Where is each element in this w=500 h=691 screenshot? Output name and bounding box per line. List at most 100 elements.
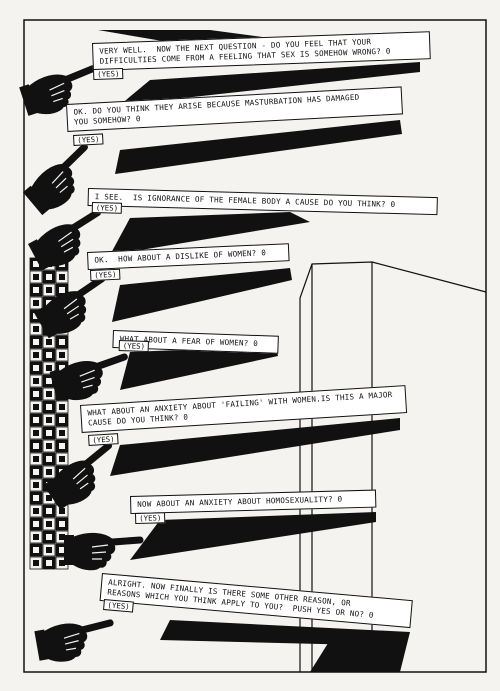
finger-lines: [51, 171, 68, 194]
beam: [310, 632, 410, 672]
tower-block-inner: [59, 547, 65, 553]
pointing-hand-icon: [28, 209, 101, 271]
pointing-hand-icon: [43, 442, 112, 510]
beam: [112, 268, 292, 322]
palm: [73, 532, 144, 571]
tower-block-inner: [59, 417, 65, 423]
yes-button-2[interactable]: (YES): [73, 133, 104, 146]
tower-block-inner: [46, 456, 52, 462]
tower-block-inner: [33, 365, 39, 371]
cuff: [19, 84, 38, 116]
yes-button-1[interactable]: (YES): [93, 67, 124, 80]
tower-block-inner: [33, 443, 39, 449]
cuff: [33, 307, 58, 339]
tower-block-inner: [59, 274, 65, 280]
hands: [19, 65, 144, 662]
finger-lines: [91, 544, 109, 560]
tower-block-inner: [33, 482, 39, 488]
tower-block-inner: [33, 560, 39, 566]
tower-block-inner: [46, 521, 52, 527]
tower-block-inner: [46, 534, 52, 540]
tower-block-inner: [33, 352, 39, 358]
pointing-hand-icon: [19, 65, 97, 116]
beam: [115, 120, 402, 174]
palm: [31, 143, 88, 210]
tower-block-inner: [46, 495, 52, 501]
yes-button-3[interactable]: (YES): [91, 202, 123, 214]
tower-block-inner: [59, 560, 65, 566]
tower-block-inner: [33, 404, 39, 410]
pointing-hand-icon: [64, 532, 144, 571]
tower-block-inner: [59, 404, 65, 410]
finger-lines: [58, 231, 74, 253]
finger-lines: [63, 632, 80, 651]
beam: [120, 62, 420, 105]
tower-block-inner: [46, 365, 52, 371]
tower-block-inner: [33, 274, 39, 280]
cuff: [49, 369, 68, 401]
cuff: [64, 535, 74, 565]
tower-block-inner: [59, 430, 65, 436]
yes-button-4[interactable]: (YES): [90, 268, 121, 281]
yes-button-7[interactable]: (YES): [135, 512, 166, 524]
tower-block-inner: [46, 560, 52, 566]
tower-block-inner: [33, 508, 39, 514]
yes-button-5[interactable]: (YES): [118, 340, 150, 353]
shadow-beams: [98, 30, 420, 672]
tower-block-inner: [33, 495, 39, 501]
tower-block-inner: [59, 352, 65, 358]
tower-block-inner: [46, 417, 52, 423]
tower-block-inner: [33, 469, 39, 475]
tower-block-inner: [59, 508, 65, 514]
beam: [110, 212, 310, 255]
tower-block-inner: [33, 456, 39, 462]
tower-block-inner: [33, 300, 39, 306]
tower-block-inner: [33, 326, 39, 332]
tower-block-inner: [46, 274, 52, 280]
frame: [23, 19, 487, 673]
yes-button-6[interactable]: (YES): [88, 433, 119, 446]
tower-block-inner: [33, 521, 39, 527]
tower-block-inner: [33, 261, 39, 267]
tower-block-inner: [33, 339, 39, 345]
question-text: NOW ABOUT AN ANXIETY ABOUT HOMOSEXUALITY…: [137, 494, 343, 509]
tower-block-inner: [59, 534, 65, 540]
palm: [43, 619, 114, 662]
tower-block-inner: [46, 339, 52, 345]
pointing-hand-icon: [33, 275, 106, 339]
tower-block-inner: [46, 547, 52, 553]
finger-lines: [49, 82, 65, 103]
tower-block-inner: [33, 430, 39, 436]
finger-lines: [63, 298, 80, 320]
tower-block-inner: [46, 469, 52, 475]
beam: [110, 418, 400, 476]
tower-block-inner: [59, 456, 65, 462]
finger-lines: [79, 369, 95, 389]
tower-block-inner: [33, 287, 39, 293]
tower-block-inner: [33, 534, 39, 540]
pointing-hand-icon: [34, 619, 114, 662]
pointing-hand-icon: [22, 143, 88, 216]
cuff: [22, 185, 50, 216]
beam: [120, 346, 278, 390]
cuff: [43, 479, 69, 510]
tower-block-inner: [59, 443, 65, 449]
tower-block-inner: [46, 430, 52, 436]
tower-block-inner: [33, 417, 39, 423]
tower-block-inner: [46, 391, 52, 397]
tower-block-inner: [46, 378, 52, 384]
tower-block-inner: [33, 391, 39, 397]
tower-block-inner: [33, 378, 39, 384]
palm: [42, 275, 106, 334]
finger-lines: [72, 467, 89, 490]
tower-block-inner: [33, 547, 39, 553]
cuff: [34, 629, 50, 661]
pointing-hand-icon: [49, 353, 128, 401]
tower-block-inner: [46, 352, 52, 358]
cuff: [28, 239, 51, 271]
tower-block-inner: [59, 365, 65, 371]
beam: [130, 512, 376, 560]
tower-block-inner: [46, 404, 52, 410]
